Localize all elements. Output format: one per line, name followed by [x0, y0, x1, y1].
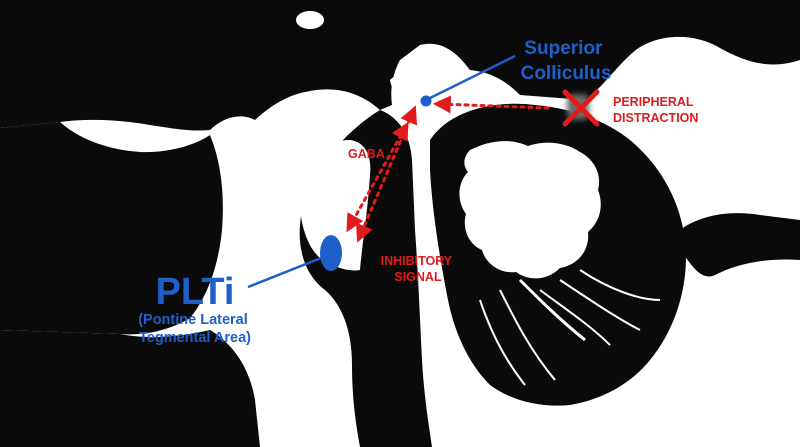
superior-colliculus-label: Superior Colliculus — [521, 38, 612, 84]
distraction-icon — [562, 89, 600, 127]
pltl-region-marker — [320, 235, 342, 271]
gaba-label: GABA — [348, 147, 385, 161]
inhibitory-signal-label: INHIBITORY SIGNAL — [381, 254, 456, 284]
distraction-arrow — [432, 95, 550, 114]
red-dotted-arrows — [346, 95, 550, 243]
peripheral-distraction-label: PERIPHERAL DISTRACTION — [613, 95, 698, 125]
pltl-pointer — [247, 254, 327, 289]
gaba-arrow-right — [355, 105, 418, 243]
brain-white-interior — [228, 11, 661, 447]
superior-colliculus-dot — [420, 95, 432, 107]
pltl-title: PLTi — [156, 271, 235, 313]
pltl-subtitle: (Pontine Lateral Tegmental Area) — [138, 312, 252, 346]
superior-colliculus-pointer — [425, 54, 516, 102]
